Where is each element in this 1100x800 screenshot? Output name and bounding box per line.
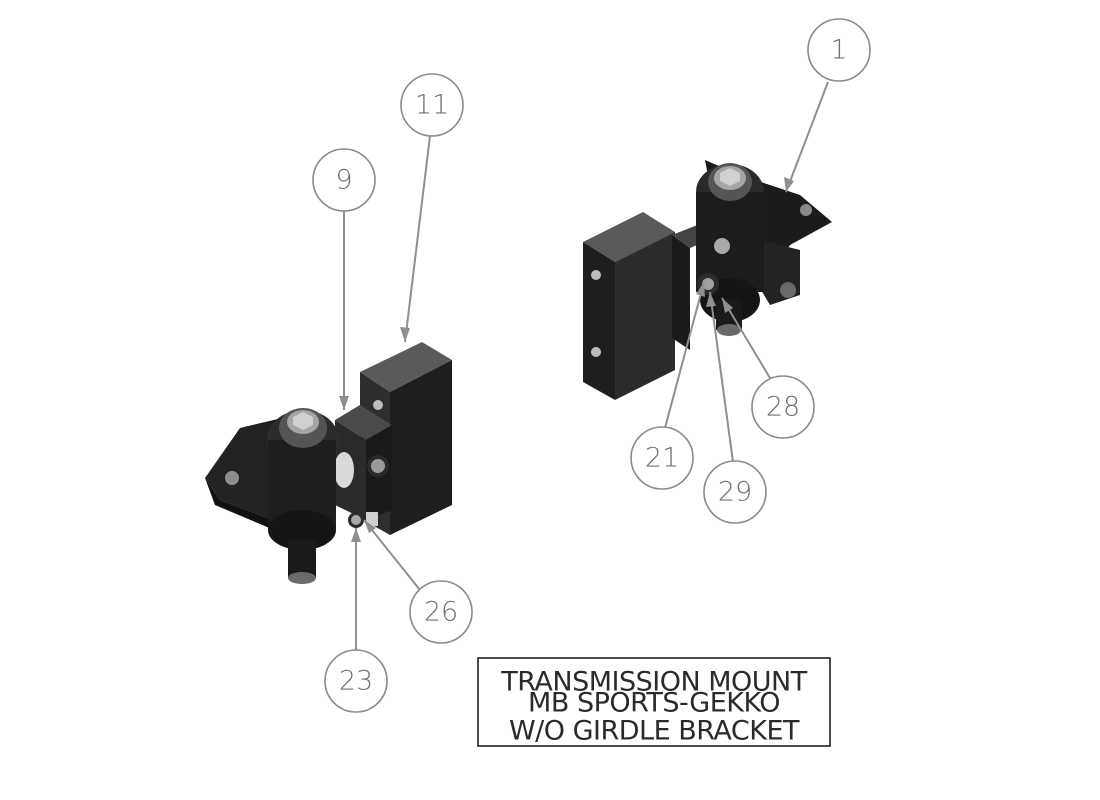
balloon-label-9: 9: [335, 165, 352, 196]
title-line-3: W/O GIRDLE BRACKET: [509, 716, 800, 747]
balloon-23: 23: [324, 649, 388, 713]
balloon-1: 1: [807, 18, 871, 82]
left-top-bolt: [279, 408, 327, 448]
leader-11: [404, 135, 431, 343]
balloon-label-23: 23: [339, 666, 373, 697]
leader-29: [709, 291, 734, 463]
balloon-label-1: 1: [830, 35, 847, 66]
right-top-bolt: [708, 163, 752, 201]
balloon-9: 9: [312, 148, 376, 212]
balloon-label-26: 26: [424, 597, 458, 628]
right-spacer-block: [583, 212, 675, 400]
balloon-28: 28: [751, 375, 815, 439]
arrowhead-11: [400, 327, 410, 342]
arrowhead-1: [784, 177, 794, 192]
right-mount-assembly: [583, 160, 832, 400]
left-side-nuts: [348, 455, 389, 528]
balloon-21: 21: [630, 426, 694, 490]
title-block: TRANSMISSION MOUNT MB SPORTS-GEKKO W/O G…: [477, 657, 831, 747]
balloon-label-11: 11: [415, 90, 449, 121]
leader-lines: [339, 81, 829, 650]
balloon-label-21: 21: [645, 443, 679, 474]
leader-21: [664, 281, 705, 429]
balloon-label-29: 29: [718, 477, 752, 508]
arrowhead-26: [364, 520, 376, 533]
title-block-frame: [477, 657, 831, 747]
arrowhead-23: [351, 528, 361, 542]
leader-1: [785, 81, 829, 193]
title-line-2: MB SPORTS-GEKKO: [528, 688, 780, 719]
left-mount-assembly: [205, 342, 452, 584]
arrowhead-29: [706, 292, 716, 307]
balloon-26: 26: [409, 580, 473, 644]
arrowhead-28: [722, 298, 733, 313]
balloon-11: 11: [400, 73, 464, 137]
arrowhead-21: [696, 282, 705, 297]
balloon-29: 29: [703, 460, 767, 524]
title-line-1: TRANSMISSION MOUNT: [500, 667, 808, 698]
arrowhead-9: [339, 396, 349, 410]
leader-26: [363, 519, 421, 591]
balloon-label-28: 28: [766, 392, 800, 423]
leader-28: [721, 297, 771, 379]
